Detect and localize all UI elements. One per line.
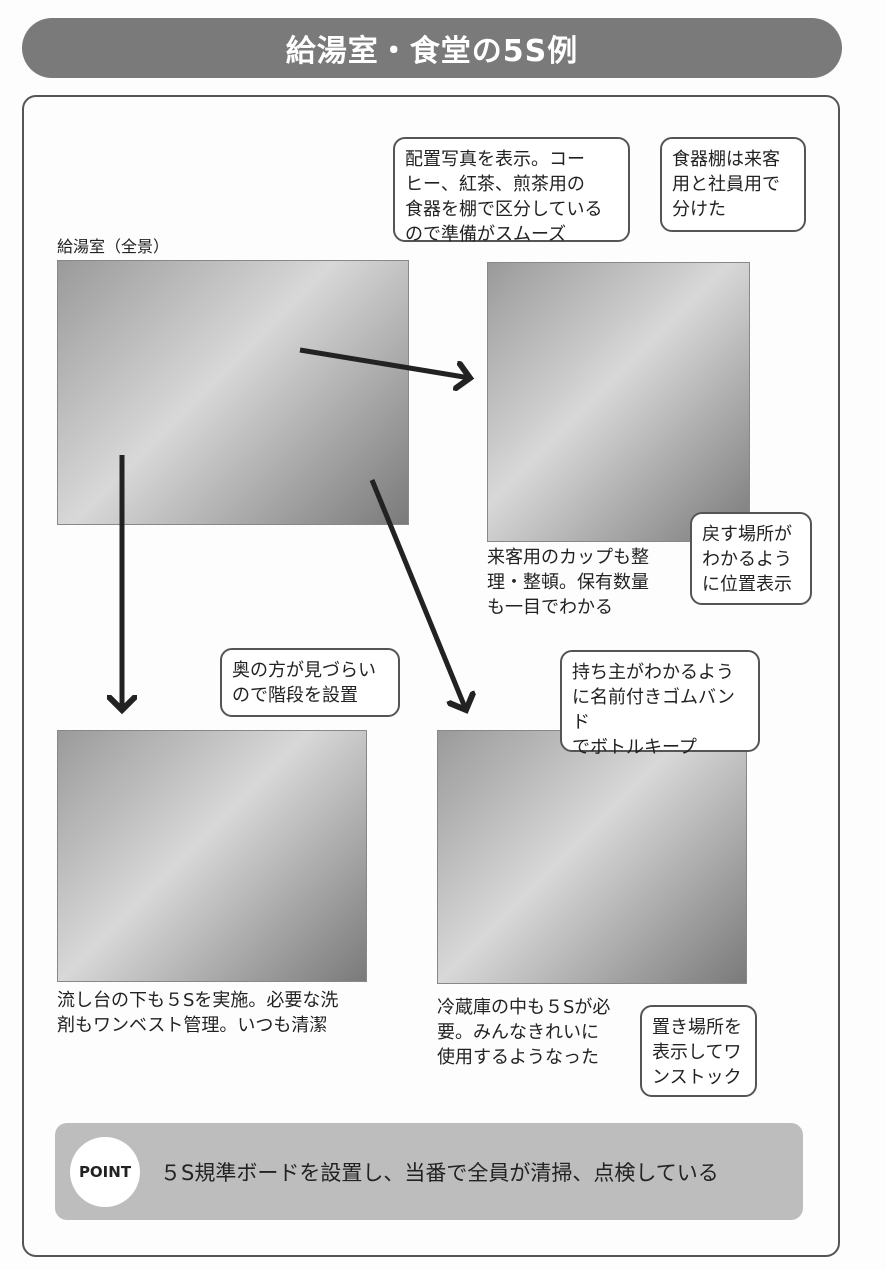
callout-steps: 奥の方が見づらい ので階段を設置 <box>220 648 400 717</box>
photo-cupboard <box>487 262 750 542</box>
callout-return-location: 戻す場所が わかるよう に位置表示 <box>690 512 812 605</box>
arrow-to-fridge <box>369 479 466 710</box>
callout-cupboard-split: 食器棚は来客 用と社員用で 分けた <box>660 137 806 232</box>
point-text: ５S規準ボードを設置し、当番で全員が清掃、点検している <box>160 1161 719 1185</box>
callout-one-stock: 置き場所を 表示してワ ンストック <box>640 1005 757 1097</box>
arrow-to-cupboard <box>299 347 470 378</box>
caption-fridge: 冷蔵庫の中も５Sが必 要。みんなきれいに 使用するようなった <box>437 997 611 1068</box>
point-box: POINT ５S規準ボードを設置し、当番で全員が清掃、点検している <box>55 1123 803 1220</box>
content-frame <box>22 95 840 1257</box>
photo-under-sink <box>57 730 367 982</box>
callout-placement-photo: 配置写真を表示。コー ヒー、紅茶、煎茶用の 食器を棚で区分している ので準備がス… <box>393 137 630 245</box>
photo-fridge <box>437 730 747 984</box>
point-badge: POINT <box>70 1137 140 1207</box>
caption-sink: 流し台の下も５Sを実施。必要な洗 剤もワンベスト管理。いつも清潔 <box>57 990 339 1036</box>
photo-kitchen-overview <box>57 260 409 525</box>
photo-label-kitchen: 給湯室（全景） <box>57 237 170 256</box>
page-title: 給湯室・食堂の5S例 <box>22 18 842 78</box>
callout-bottle-keep: 持ち主がわかるよう に名前付きゴムバンド でボトルキープ <box>560 650 760 758</box>
caption-cupboard: 来客用のカップも整 理・整頓。保有数量 も一目でわかる <box>487 547 649 618</box>
